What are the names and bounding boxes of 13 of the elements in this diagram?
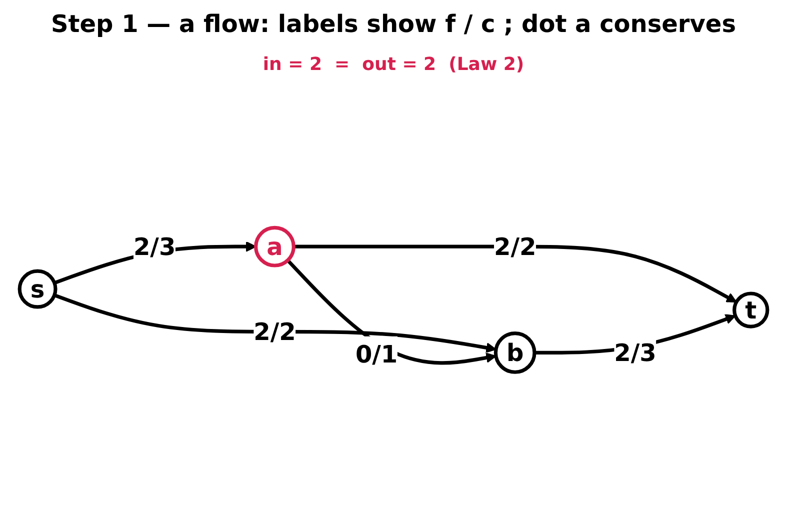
edge-label: 0/1 <box>355 340 398 369</box>
arrow <box>294 244 737 303</box>
conservation-note: in = 2 = out = 2 (Law 2) <box>262 54 524 75</box>
node-circle: s <box>18 269 58 309</box>
edge-label: 2/2 <box>254 317 296 346</box>
edge-label: 2/3 <box>614 338 656 368</box>
edge-label: 2/3 <box>133 232 176 261</box>
arrow <box>54 294 496 353</box>
node-circle: t <box>732 292 770 328</box>
node-circle: b <box>494 332 536 374</box>
diagram-title: Step 1 — a flow: labels show f / c ; dot a conserves <box>50 9 737 38</box>
node-circle: a <box>254 226 296 268</box>
edge-label: 2/2 <box>494 232 536 261</box>
